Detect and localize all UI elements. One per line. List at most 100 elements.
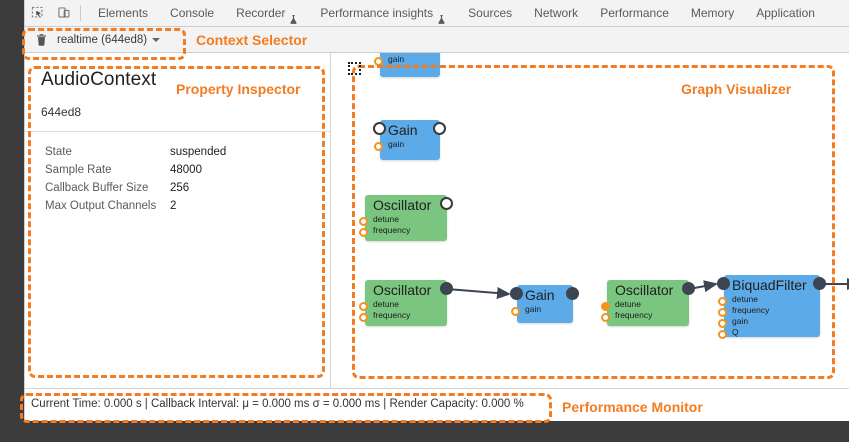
annotation-label-property-inspector: Property Inspector [176,81,301,97]
device-toolbar-icon[interactable] [51,0,77,26]
audio-param-port-frequency[interactable] [359,313,368,322]
audio-node-output-port[interactable] [433,122,446,135]
audio-param-port-frequency[interactable] [718,308,727,317]
tab-label: Elements [98,6,149,20]
audio-param-port-frequency[interactable] [359,228,368,237]
audio-node-output-port[interactable] [566,287,579,300]
audio-param-port-gain[interactable] [511,307,520,316]
table-row: Sample Rate 48000 [45,161,226,179]
audio-param-port-Q[interactable] [718,330,727,339]
graph-visualizer-canvas[interactable]: GaingainGaingainOscillatordetunefrequenc… [332,53,849,388]
audio-param-port-gain[interactable] [718,319,727,328]
experimental-flask-icon [437,8,446,24]
tab-recorder[interactable]: Recorder [225,0,309,26]
audio-node-title: BiquadFilter [732,277,807,293]
devtools-window: Elements Console Recorder Performance in… [24,0,849,421]
audio-param-port-detune[interactable] [359,302,368,311]
audio-node-output-port[interactable] [440,282,453,295]
audio-param-port-detune[interactable] [601,302,610,311]
audio-node-input-port[interactable] [510,287,523,300]
tab-performance[interactable]: Performance [589,0,680,26]
property-value: 256 [170,182,190,194]
property-inspector-panel: AudioContext 644ed8 State suspended Samp… [25,53,331,388]
property-key: Sample Rate [45,164,112,176]
audio-param-port-detune[interactable] [718,297,727,306]
audio-param-frequency: frequency [615,310,653,320]
audio-node-output-port[interactable] [682,282,695,295]
tab-network[interactable]: Network [523,0,589,26]
audio-node-title: Gain [388,122,418,138]
audio-param-frequency: frequency [373,225,411,235]
tab-label: Performance [600,6,669,20]
tab-application[interactable]: Application [745,0,826,26]
audio-node-title: Oscillator [373,197,432,213]
audio-param-port-gain[interactable] [374,142,383,151]
tab-performance-insights[interactable]: Performance insights [309,0,457,26]
audio-param-gain: gain [388,139,405,149]
audio-param-port-gain[interactable] [374,57,383,66]
audio-param-detune: detune [732,294,758,304]
audio-param-gain: gain [732,316,749,326]
property-value: suspended [170,146,227,158]
property-value: 2 [170,200,177,212]
audio-node-output-port[interactable] [813,277,826,290]
tab-label: Performance insights [320,6,434,20]
tab-label: Sources [468,6,513,20]
property-key: Callback Buffer Size [45,182,149,194]
audio-param-port-detune[interactable] [359,217,368,226]
annotation-label-context-selector: Context Selector [196,32,308,48]
audio-param-frequency: frequency [732,305,770,315]
annotation-label-graph-visualizer: Graph Visualizer [681,81,792,97]
toolbar-divider [80,5,81,21]
annotation-label-performance-monitor: Performance Monitor [562,399,703,415]
tab-label: Application [756,6,815,20]
tab-elements[interactable]: Elements [87,0,159,26]
performance-monitor-text: Current Time: 0.000 s | Callback Interva… [31,398,524,410]
trash-icon[interactable] [29,28,53,52]
audio-param-port-frequency[interactable] [601,313,610,322]
tab-sources[interactable]: Sources [457,0,523,26]
audio-node-params: gain [380,139,440,153]
tab-label: Memory [690,6,735,20]
audio-node-params: gain [517,304,573,318]
graph-edge [446,287,511,300]
audio-node-title: Oscillator [615,282,674,298]
audio-param-gain: gain [525,304,542,314]
inspect-cursor-icon[interactable] [25,0,51,26]
chevron-down-icon [152,37,161,42]
audio-node-input-port[interactable] [717,277,730,290]
tab-memory[interactable]: Memory [680,0,745,26]
property-key: Max Output Channels [45,200,157,212]
context-id: 644ed8 [41,105,82,119]
audio-node-title: Oscillator [373,282,432,298]
tab-label: Console [170,6,215,20]
table-row: Max Output Channels 2 [45,197,226,215]
table-row: State suspended [45,143,226,161]
context-title: AudioContext [41,69,157,90]
audio-param-detune: detune [615,299,641,309]
audio-node-input-port[interactable] [373,122,386,135]
context-properties-table: State suspended Sample Rate 48000 Callba… [45,143,226,215]
context-selector-dropdown[interactable]: realtime (644ed8) [53,34,164,46]
experimental-flask-icon [289,8,298,24]
property-value: 48000 [170,164,202,176]
webaudio-panel-body: AudioContext 644ed8 State suspended Samp… [25,53,849,388]
selection-handle[interactable] [348,62,361,75]
table-row: Callback Buffer Size 256 [45,179,226,197]
audio-node-output-port[interactable] [440,197,453,210]
performance-monitor-bar: Current Time: 0.000 s | Callback Interva… [25,388,849,421]
audio-param-detune: detune [373,214,399,224]
desktop-background-left [0,0,24,442]
audio-node-params: gain [380,54,440,68]
tab-console[interactable]: Console [159,0,225,26]
